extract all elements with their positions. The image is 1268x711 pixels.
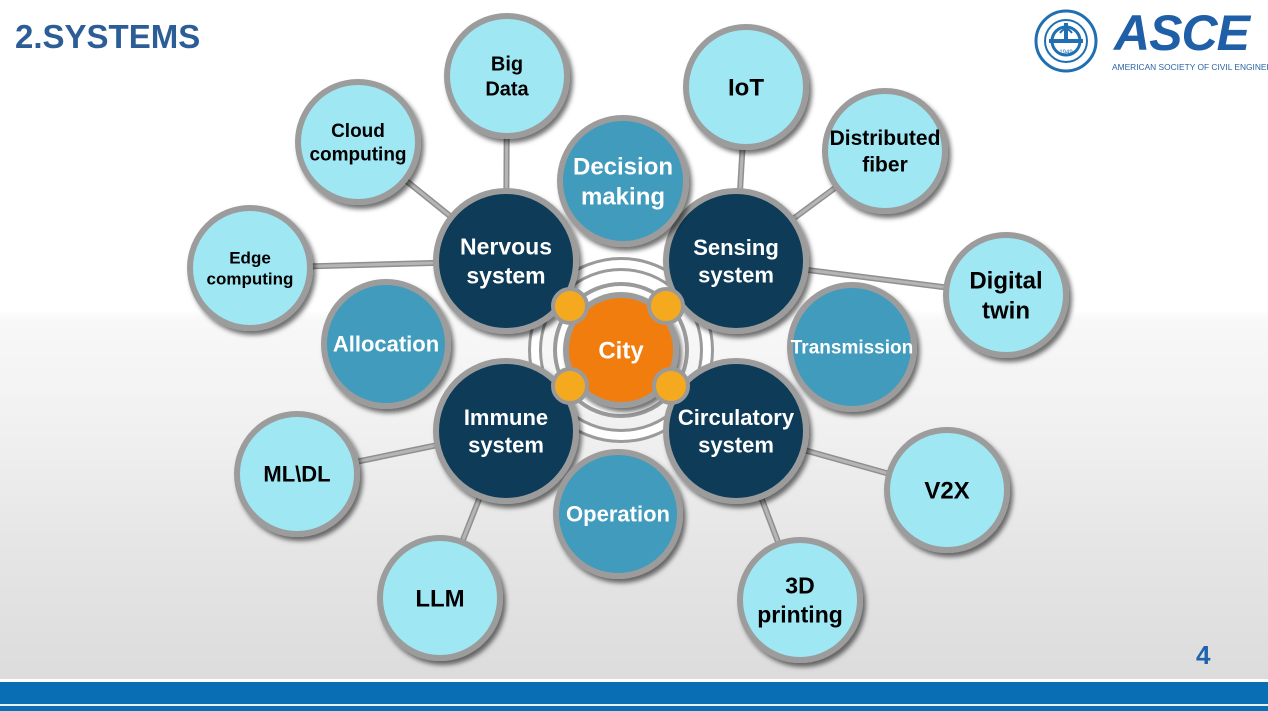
technology-node-mldl-label: ML\DL <box>263 462 330 487</box>
university-year: 1949 <box>1059 50 1073 56</box>
technology-node-twin: Digital twin <box>943 232 1069 358</box>
system-node-circulatory-circle <box>663 358 809 504</box>
technology-node-v2x: V2X <box>884 427 1010 553</box>
technology-node-fiber: Distributed fiber <box>822 88 948 214</box>
function-node-operation: Operation <box>553 449 683 579</box>
function-node-allocation-circle <box>321 279 451 409</box>
connector-dot <box>551 287 589 325</box>
function-node-operation-circle <box>553 449 683 579</box>
system-node-nervous-label: system <box>466 262 545 288</box>
slide-title: 2.SYSTEMS <box>15 18 201 55</box>
footer-bar <box>0 682 1268 704</box>
technology-node-printing-circle <box>737 537 863 663</box>
system-node-sensing-label: Sensing <box>693 235 779 260</box>
center-node-city: City <box>563 292 679 408</box>
technology-node-v2x-label: V2X <box>924 477 969 504</box>
technology-node-edge-label: Edge <box>229 248 271 267</box>
technology-node-mldl: ML\DL <box>234 411 360 537</box>
system-node-sensing-label: system <box>698 262 774 287</box>
technology-node-edge-circle <box>187 205 313 331</box>
system-node-nervous-circle <box>433 188 579 334</box>
function-node-operation-label: Operation <box>566 502 670 527</box>
technology-node-bigdata-circle <box>444 13 570 139</box>
technology-node-v2x-circle <box>884 427 1010 553</box>
connector-dot <box>647 287 685 325</box>
function-node-transmission: Transmission <box>787 282 917 412</box>
page-number: 4 <box>1196 640 1211 670</box>
technology-node-bigdata-label: Big <box>491 54 523 76</box>
technology-node-fiber-label: Distributed <box>830 127 941 150</box>
asce-wordmark: ASCE <box>1114 5 1250 61</box>
diagram-nodes: NervoussystemSensingsystemImmunesystemCi… <box>187 13 1069 663</box>
technology-node-fiber-label: fiber <box>862 153 908 176</box>
function-node-transmission-label: Transmission <box>791 338 914 359</box>
function-node-decision-label: Decision <box>573 153 673 180</box>
function-node-allocation: Allocation <box>321 279 451 409</box>
technology-node-twin-circle <box>943 232 1069 358</box>
system-node-immune-circle <box>433 358 579 504</box>
technology-node-bigdata-label: Data <box>485 79 529 101</box>
function-node-decision-label: making <box>581 183 665 210</box>
technology-node-edge: Edge computing <box>187 205 313 331</box>
center-node-city-label: City <box>598 337 644 364</box>
function-node-allocation-label: Allocation <box>333 332 439 357</box>
footer-divider <box>0 679 1268 682</box>
function-node-decision-circle <box>557 115 689 247</box>
system-node-nervous-label: Nervous <box>460 234 552 260</box>
technology-node-mldl-circle <box>234 411 360 537</box>
connector-dot <box>551 367 589 405</box>
system-node-circulatory-label: system <box>698 432 774 457</box>
system-node-immune-label: Immune <box>464 405 548 430</box>
asce-logo: ASCE AMERICAN SOCIETY OF CIVIL ENGINEERS <box>1110 5 1268 76</box>
technology-node-twin-label: Digital <box>969 267 1042 294</box>
system-node-circulatory-label: Circulatory <box>678 405 795 430</box>
technology-node-printing-label: 3D <box>785 573 814 599</box>
connector-dot <box>652 367 690 405</box>
function-node-transmission-circle <box>787 282 917 412</box>
function-node-decision: Decision making <box>557 115 689 247</box>
technology-node-cloud-circle <box>295 79 421 205</box>
technology-node-edge-label: computing <box>207 270 294 289</box>
university-logo: 1949 <box>1034 9 1098 73</box>
footer-stripe <box>0 704 1268 706</box>
technology-node-llm: LLM <box>377 535 503 661</box>
technology-node-iot-label: IoT <box>728 74 764 101</box>
technology-node-cloud: Cloud computing <box>295 79 421 205</box>
system-node-immune-label: system <box>468 432 544 457</box>
asce-subtitle: AMERICAN SOCIETY OF CIVIL ENGINEERS <box>1112 62 1268 72</box>
system-node-sensing-circle <box>663 188 809 334</box>
footer-bar-bottom <box>0 706 1268 711</box>
technology-node-cloud-label: computing <box>309 145 406 166</box>
technology-node-iot: IoT <box>683 24 809 150</box>
technology-node-twin-label: twin <box>982 297 1030 324</box>
technology-node-iot-circle <box>683 24 809 150</box>
center-node-city-circle <box>563 292 679 408</box>
technology-node-llm-label: LLM <box>415 585 464 612</box>
technology-node-fiber-circle <box>822 88 948 214</box>
technology-node-cloud-label: Cloud <box>331 121 385 142</box>
technology-node-llm-circle <box>377 535 503 661</box>
outer-ring-inner <box>531 260 711 440</box>
technology-node-printing-label: printing <box>757 601 843 627</box>
